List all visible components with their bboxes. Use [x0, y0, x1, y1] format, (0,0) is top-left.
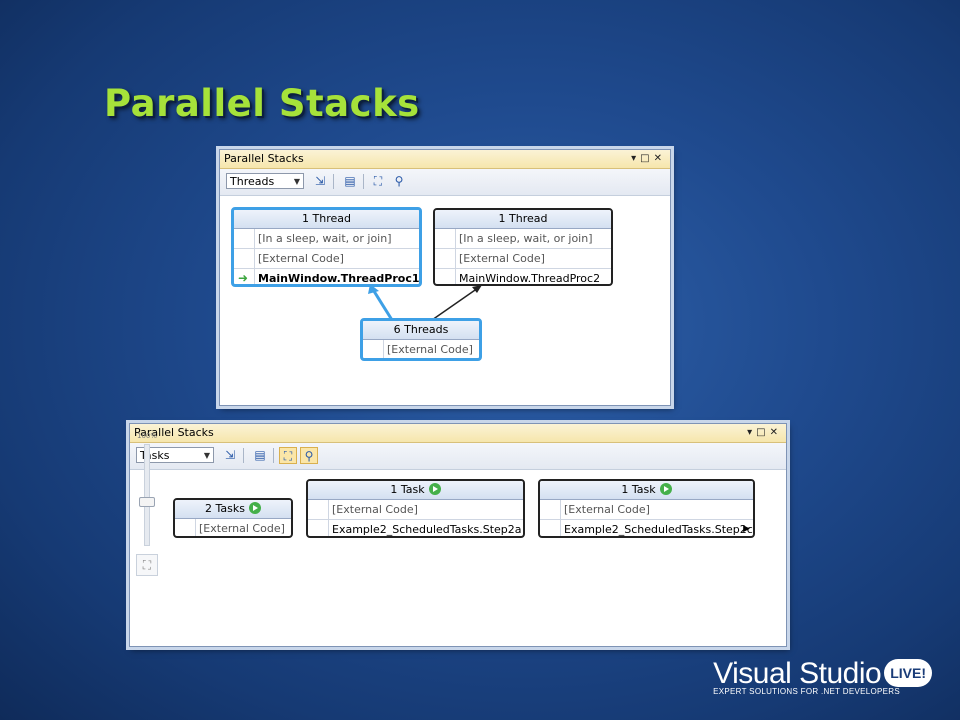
node-header-label: 2 Tasks [205, 502, 245, 515]
window-title: Parallel Stacks [134, 426, 214, 439]
arrow-to-threadproc1 [370, 287, 394, 321]
node-header-label: 1 Task [621, 483, 656, 496]
maximize-icon[interactable]: □ [756, 427, 770, 438]
chevron-down-icon: ▼ [203, 451, 210, 460]
toolbar: Threads ▼ ⇲ ▤ ⛶ ⚲ [220, 169, 670, 196]
frame-row[interactable]: [External Code] [258, 252, 344, 265]
show-external-code-icon[interactable]: ▤ [344, 174, 356, 188]
frame-row[interactable]: [In a sleep, wait, or join] [258, 232, 392, 245]
play-icon[interactable] [428, 483, 441, 495]
frame-row[interactable]: [External Code] [332, 503, 418, 516]
close-icon[interactable]: ✕ [769, 427, 782, 438]
stack-frame-node[interactable]: 1 Thread [In a sleep, wait, or join] [Ex… [433, 208, 613, 286]
node-header: 1 Task [308, 481, 523, 500]
current-thread-arrow-icon: ➜ [238, 271, 249, 285]
frame-row[interactable]: [In a sleep, wait, or join] [459, 232, 593, 245]
arrow-to-threadproc2 [431, 287, 479, 321]
close-icon[interactable]: ✕ [653, 153, 666, 164]
parallel-stacks-tasks-window: Parallel Stacks ▾□✕ Tasks ▼ ⇲ ▤ ⛶ ⚲ 100%… [129, 423, 787, 647]
toggle-zoom-control-icon[interactable]: ⛶ [373, 174, 383, 188]
auto-scroll-icon[interactable]: ⚲ [394, 174, 404, 188]
stack-frame-node[interactable]: 1 Thread [In a sleep, wait, or join] [Ex… [231, 207, 422, 287]
toggle-method-view-icon[interactable]: ⇲ [224, 448, 236, 462]
stack-frame-node[interactable]: 1 Task [External Code] Example2_Schedule… [538, 479, 755, 538]
logo-brand: Visual Studio [713, 657, 882, 690]
frame-row[interactable]: Example2_ScheduledTasks.Step2a [332, 523, 522, 536]
slide-title: Parallel Stacks [104, 82, 420, 125]
zoom-slider-thumb[interactable] [139, 497, 155, 507]
node-header: 6 Threads [363, 321, 479, 340]
zoom-label: 100% [136, 432, 157, 440]
maximize-icon[interactable]: □ [640, 153, 654, 164]
zoom-slider-track[interactable] [139, 444, 155, 546]
auto-scroll-icon[interactable]: ⚲ [300, 447, 318, 464]
toolbar: Tasks ▼ ⇲ ▤ ⛶ ⚲ [130, 443, 786, 470]
zoom-control: 100% ⛶ [136, 432, 158, 576]
view-select-value: Threads [230, 175, 275, 188]
frame-row[interactable]: MainWindow.ThreadProc2 [459, 272, 601, 285]
window-titlebar: Parallel Stacks ▾□✕ [220, 150, 670, 169]
frame-row[interactable]: [External Code] [459, 252, 545, 265]
toggle-zoom-control-icon[interactable]: ⛶ [279, 447, 297, 464]
play-icon[interactable] [659, 483, 672, 495]
dropdown-arrow-icon[interactable]: ▾ [631, 153, 641, 164]
window-title: Parallel Stacks [224, 152, 304, 165]
expand-right-icon[interactable]: ▶ [743, 524, 750, 534]
frame-row[interactable]: MainWindow.ThreadProc1 [258, 272, 420, 285]
toggle-method-view-icon[interactable]: ⇲ [314, 174, 326, 188]
frame-row[interactable]: [External Code] [387, 343, 473, 356]
view-select[interactable]: Threads ▼ [226, 173, 304, 189]
node-header-label: 1 Task [390, 483, 425, 496]
frame-row[interactable]: Example2_ScheduledTasks.Step2c [564, 523, 753, 536]
dropdown-arrow-icon[interactable]: ▾ [747, 427, 757, 438]
node-header: 1 Task [540, 481, 753, 500]
window-titlebar: Parallel Stacks ▾□✕ [130, 424, 786, 443]
show-external-code-icon[interactable]: ▤ [254, 448, 266, 462]
node-header: 2 Tasks [175, 500, 291, 519]
logo-tagline: EXPERT SOLUTIONS FOR .NET DEVELOPERS [713, 687, 900, 696]
parallel-stacks-threads-window: Parallel Stacks ▾□✕ Threads ▼ ⇲ ▤ ⛶ ⚲ 1 … [219, 149, 671, 406]
node-header: 1 Thread [435, 210, 611, 229]
fit-to-view-icon[interactable]: ⛶ [136, 554, 158, 576]
arrowhead-icon [472, 285, 482, 293]
stack-frame-node[interactable]: 1 Task [External Code] Example2_Schedule… [306, 479, 525, 538]
node-header: 1 Thread [234, 210, 419, 229]
stack-frame-node[interactable]: 6 Threads [External Code] [360, 318, 482, 361]
frame-row[interactable]: [External Code] [199, 522, 285, 535]
logo-badge: LIVE! [884, 659, 932, 687]
frame-row[interactable]: [External Code] [564, 503, 650, 516]
play-icon[interactable] [248, 502, 261, 514]
chevron-down-icon: ▼ [293, 177, 300, 186]
stack-frame-node[interactable]: 2 Tasks [External Code] [173, 498, 293, 538]
